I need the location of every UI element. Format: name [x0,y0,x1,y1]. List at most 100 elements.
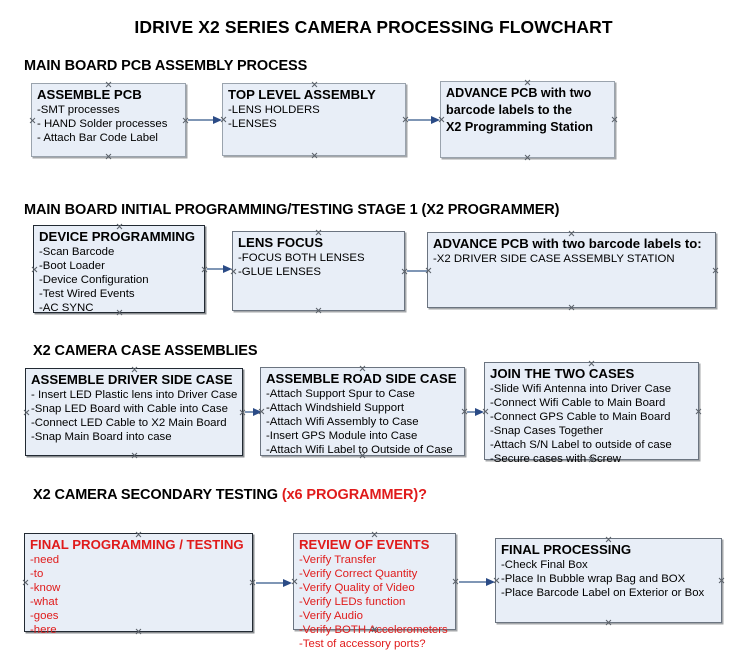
node-line: -Check Final Box [501,559,588,571]
connector-handle-bottom[interactable] [105,153,112,160]
section-heading-1: MAIN BOARD PCB ASSEMBLY PROCESS [24,58,307,74]
node-line: -AC SYNC [39,302,94,314]
node-title: ADVANCE PCB with two barcode labels to: [433,236,702,251]
node-advance-pcb-driver-side[interactable]: ADVANCE PCB with two barcode labels to: … [427,232,716,308]
section-heading-1-text: MAIN BOARD PCB ASSEMBLY PROCESS [24,58,308,74]
node-line: -Connect GPS Cable to Main Board [490,411,671,423]
node-line: -Place Barcode Label on Exterior or Box [501,587,705,599]
node-final-programming-testing[interactable]: FINAL PROGRAMMING / TESTING -need -to -k… [22,533,256,636]
arrow-final-programming-to-review-events [256,578,292,587]
connector-handle-left[interactable] [31,266,38,273]
node-advance-pcb-station[interactable]: ADVANCE PCB with two barcode labels to t… [440,81,615,158]
node-line: -Scan Barcode [39,246,115,258]
node-line: -to [30,568,44,580]
connector-handle-bottom[interactable] [524,154,531,161]
node-title: REVIEW OF EVENTS [299,537,430,552]
connector-handle-right[interactable] [611,116,618,123]
node-line: -Attach Wifi Assembly to Case [266,416,419,428]
node-line: -Test Wired Events [39,288,135,300]
arrow-road-case-to-join-cases [467,407,484,416]
node-line: -Place In Bubble wrap Bag and BOX [501,573,686,585]
node-title: FINAL PROCESSING [501,542,632,557]
node-line: X2 Programming Station [446,120,593,134]
node-title: JOIN THE TWO CASES [490,366,635,381]
node-line: -Snap Main Board into case [31,431,172,443]
node-line: -Slide Wifi Antenna into Driver Case [490,383,672,395]
node-line: ADVANCE PCB with two [446,86,592,100]
arrow-assemble-pcb-to-top-level [188,115,222,124]
node-title: ASSEMBLE DRIVER SIDE CASE [31,372,233,387]
node-line: -Insert GPS Module into Case [266,430,418,442]
section-heading-2-text: MAIN BOARD INITIAL PROGRAMMING/TESTING S… [24,202,560,218]
connector-handle-right[interactable] [712,267,719,274]
arrow-driver-case-to-road-case [245,407,262,416]
node-line: -what [30,596,58,608]
node-line: -Snap Cases Together [490,425,604,437]
node-line: -Boot Loader [39,260,105,272]
node-line: -Attach Support Spur to Case [266,388,415,400]
section-heading-3-text: X2 CAMERA CASE ASSEMBLIES [33,343,258,359]
node-line-overflow: -Test of accessory ports? [299,638,426,650]
arrow-device-programming-to-lens-focus [207,264,232,273]
node-line: -Snap LED Board with Cable into Case [31,403,228,415]
node-line: -Connect Wifi Cable to Main Board [490,397,666,409]
node-line: barcode labels to the [446,103,572,117]
connector-handle-bottom[interactable] [605,619,612,626]
connector-handle-left[interactable] [23,409,30,416]
connector-handle-right[interactable] [718,577,725,584]
page-title: IDRIVE X2 SERIES CAMERA PROCESSING FLOWC… [134,17,613,37]
node-line: -Verify LEDs function [299,596,406,608]
section-heading-3: X2 CAMERA CASE ASSEMBLIES [33,343,258,359]
node-line: -Verify Quality of Video [299,582,415,594]
node-line: -SMT processes [37,104,120,116]
connector-handle-right[interactable] [695,408,702,415]
node-title: LENS FOCUS [238,235,323,250]
node-top-level-assembly[interactable]: TOP LEVEL ASSEMBLY -LENS HOLDERS -LENSES [222,83,406,156]
arrow-top-level-to-advance-pcb [408,115,440,124]
connector-handle-left[interactable] [29,117,36,124]
node-line: -Attach S/N Label to outside of case [490,439,672,451]
node-assemble-driver-side-case[interactable]: ASSEMBLE DRIVER SIDE CASE - Insert LED P… [25,368,243,456]
node-line: -need [30,554,60,566]
node-device-programming[interactable]: DEVICE PROGRAMMING -Scan Barcode -Boot L… [31,225,205,314]
node-line: - HAND Solder processes [37,118,168,130]
node-line: -FOCUS BOTH LENSES [238,252,365,264]
node-line: -Verify Audio [299,610,363,622]
node-line: - Attach Bar Code Label [37,132,158,144]
section-heading-4-accent: (x6 PROGRAMMER)? [281,487,427,503]
connector-handle-bottom[interactable] [315,307,322,314]
node-line: -Verify Correct Quantity [299,568,418,580]
connector-handle-left[interactable] [22,579,29,586]
arrow-review-events-to-final-processing [459,577,495,586]
node-line: -Verify Transfer [299,554,377,566]
node-line: -GLUE LENSES [238,266,321,278]
node-title: FINAL PROGRAMMING / TESTING [30,537,244,552]
node-line: -know [30,582,61,594]
connector-handle-bottom[interactable] [131,452,138,459]
node-line: -here [30,624,57,636]
node-assemble-road-side-case[interactable]: ASSEMBLE ROAD SIDE CASE -Attach Support … [260,367,465,456]
connector-handle-bottom[interactable] [568,304,575,311]
node-line: - Insert LED Plastic lens into Driver Ca… [31,389,238,401]
node-line: -goes [30,610,59,622]
node-title: TOP LEVEL ASSEMBLY [228,87,376,102]
node-title: ASSEMBLE ROAD SIDE CASE [266,371,457,386]
node-line: -LENS HOLDERS [228,104,320,116]
node-line: -Device Configuration [39,274,149,286]
node-lens-focus[interactable]: LENS FOCUS -FOCUS BOTH LENSES -GLUE LENS… [232,231,405,311]
node-review-of-events[interactable]: REVIEW OF EVENTS -Verify Transfer -Verif… [293,533,459,650]
node-line: -Verify BOTH Accelerometers [299,624,448,636]
node-join-the-two-cases[interactable]: JOIN THE TWO CASES -Slide Wifi Antenna i… [484,362,702,465]
connector-handle-bottom[interactable] [311,152,318,159]
section-heading-4: X2 CAMERA SECONDARY TESTING (x6 PROGRAMM… [33,487,427,503]
node-line: -Attach Wifi Label to Outside of Case [266,444,453,456]
node-line: -LENSES [228,118,277,130]
connector-handle-right[interactable] [249,579,256,586]
section-heading-2: MAIN BOARD INITIAL PROGRAMMING/TESTING S… [24,202,560,218]
node-final-processing[interactable]: FINAL PROCESSING -Check Final Box -Place… [495,538,722,623]
node-line: -Secure cases with Screw [490,453,622,465]
connector-handle-right[interactable] [452,578,459,585]
node-assemble-pcb[interactable]: ASSEMBLE PCB -SMT processes - HAND Solde… [31,83,186,157]
node-line: -Connect LED Cable to X2 Main Board [31,417,227,429]
